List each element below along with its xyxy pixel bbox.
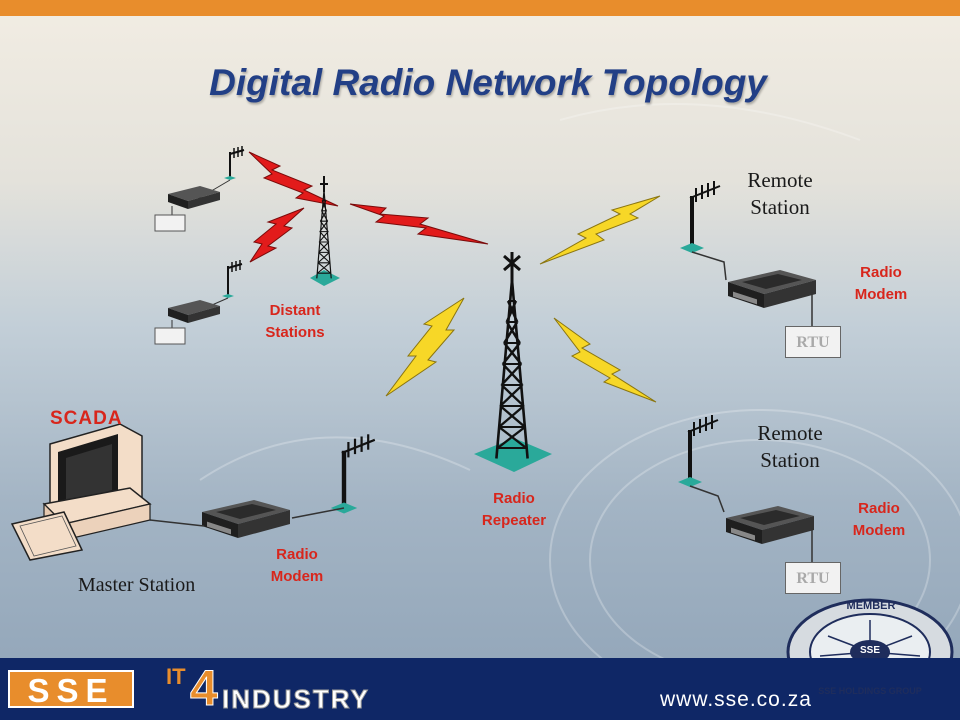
top-accent-bar — [0, 0, 960, 16]
website-url: www.sse.co.za — [660, 688, 812, 711]
badge-group-text: SSE HOLDINGS GROUP — [818, 686, 922, 696]
distant-station-top — [154, 146, 245, 232]
lightning-bolt-red-2 — [249, 207, 305, 263]
master-station-equipment — [10, 423, 375, 561]
rtu-bottom: RTU — [785, 562, 841, 594]
rtu-top: RTU — [785, 326, 841, 358]
four-text: 4 — [190, 660, 219, 717]
badge-member-text: MEMBER — [846, 600, 896, 612]
lightning-bolt-red-3 — [349, 203, 489, 245]
footer-bar — [0, 658, 960, 720]
remote-station-top-equipment — [678, 179, 816, 326]
radio-modem-top-label: Radio Modem — [854, 264, 908, 303]
scada-label: SCADA — [50, 408, 123, 429]
master-station-label: Master Station — [78, 574, 196, 596]
radio-repeater-tower — [474, 252, 552, 472]
radio-modem-master-label: Radio Modem — [270, 546, 324, 585]
sse-logo: SSE — [8, 670, 134, 709]
lightning-bolt-red-1 — [248, 151, 339, 207]
industry-text: INDUSTRY — [222, 684, 370, 715]
radio-modem-bottom-right-label: Radio Modem — [852, 500, 906, 539]
remote-station-bottom-label: Remote Station — [757, 421, 823, 472]
it-text: IT — [166, 664, 186, 689]
remote-station-top-label: Remote Station — [747, 168, 813, 219]
radio-repeater-label: Radio Repeater — [481, 490, 547, 529]
scada-computer — [10, 423, 152, 561]
lightning-bolt-yellow-left — [385, 297, 465, 397]
distant-station-bottom — [154, 260, 243, 345]
lightning-bolt-yellow-bottom-right — [553, 317, 657, 403]
distant-stations-label: Distant Stations — [265, 302, 325, 341]
distant-tower — [310, 176, 340, 286]
page-title: Digital Radio Network Topology — [209, 62, 767, 103]
badge-center-text: SSE — [859, 645, 880, 656]
remote-station-bottom-equipment — [676, 413, 814, 562]
lightning-bolt-yellow-top-right — [539, 195, 661, 265]
